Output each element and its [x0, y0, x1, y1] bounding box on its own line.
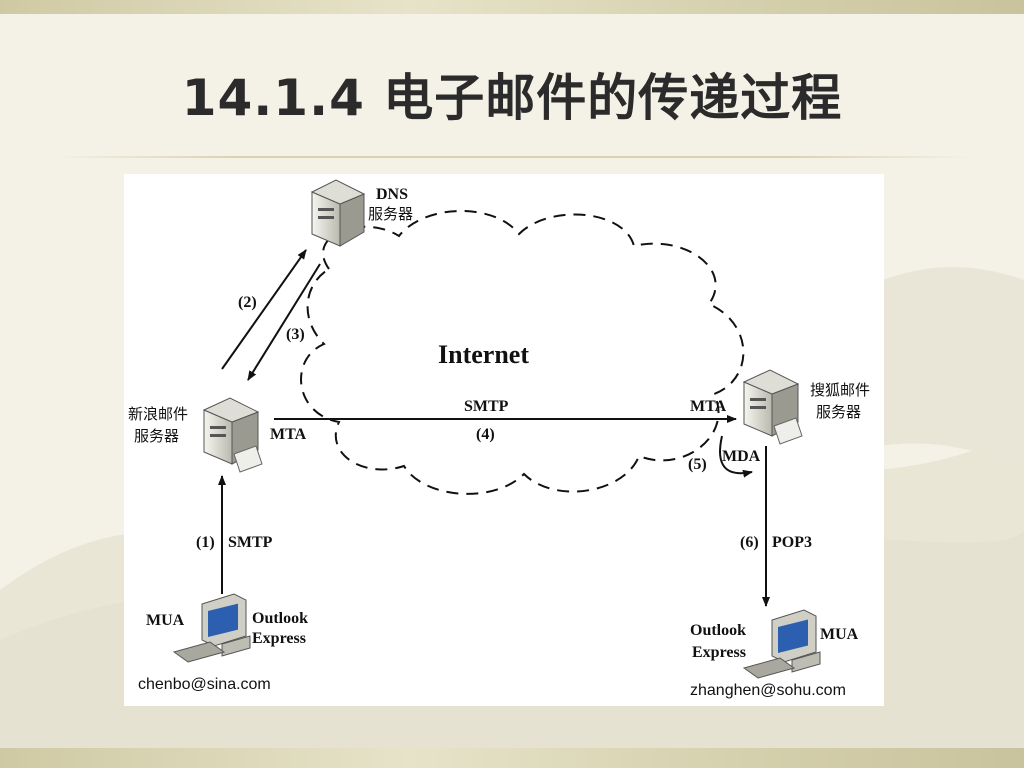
receiver-client-line2: Express	[692, 644, 746, 661]
sohu-mda-label: MDA	[722, 448, 761, 465]
diagram-canvas	[172, 179, 821, 679]
dns-label-line2: 服务器	[368, 205, 414, 223]
step4-label: (4)	[476, 426, 495, 443]
sohu-label-line1: 搜狐邮件	[810, 381, 871, 399]
sender-client-line1: Outlook	[252, 610, 309, 627]
top-decor-band	[0, 0, 1024, 14]
step6-label: (6)	[740, 534, 759, 551]
arrow-step2	[221, 249, 307, 370]
arrow-step5	[719, 435, 753, 478]
receiver-email: zhanghen@sohu.com	[690, 682, 846, 699]
internet-label: Internet	[438, 340, 529, 369]
sender-client-line2: Express	[252, 630, 306, 647]
receiver-mua-label: MUA	[820, 626, 859, 643]
sina-mta-label: MTA	[270, 426, 307, 443]
sina-label-line2: 服务器	[134, 427, 180, 445]
step2-label: (2)	[238, 294, 257, 311]
dns-server-icon	[310, 179, 366, 247]
sohu-server-icon	[742, 369, 803, 445]
page-title: 14.1.4 电子邮件的传递过程	[181, 69, 843, 127]
step4-protocol-label: SMTP	[464, 398, 509, 415]
email-flow-diagram: DNS 服务器 Internet (2) (3) 新浪邮件 服务器 MTA SM…	[124, 174, 884, 706]
step5-label: (5)	[688, 456, 707, 473]
sohu-mta-label: MTA	[690, 398, 727, 415]
receiver-computer-icon	[742, 609, 821, 679]
title-divider	[52, 156, 972, 158]
sender-email: chenbo@sina.com	[138, 676, 271, 693]
sender-computer-icon	[172, 593, 251, 663]
internet-cloud	[300, 210, 745, 495]
receiver-client-line1: Outlook	[690, 622, 747, 639]
arrow-step3	[247, 263, 321, 381]
step3-label: (3)	[286, 326, 305, 343]
step1-label: (1)	[196, 534, 215, 551]
step1-protocol-label: SMTP	[228, 534, 273, 551]
sina-label-line1: 新浪邮件	[128, 405, 189, 423]
sina-server-icon	[202, 397, 263, 473]
sohu-label-line2: 服务器	[816, 403, 862, 421]
sender-mua-label: MUA	[146, 612, 185, 629]
dns-label-line1: DNS	[376, 186, 409, 203]
bottom-decor-band	[0, 748, 1024, 768]
step6-protocol-label: POP3	[772, 534, 812, 551]
